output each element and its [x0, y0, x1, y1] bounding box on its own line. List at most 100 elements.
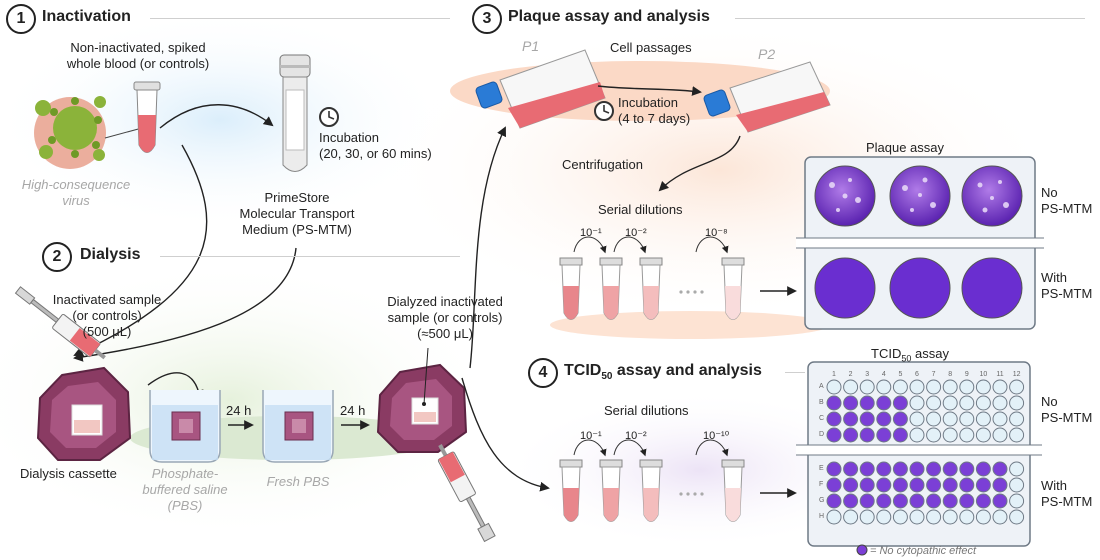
plate-well	[959, 395, 975, 411]
plate-column-label: 3	[865, 371, 870, 378]
plate-row-label: G	[819, 497, 825, 504]
plate-well	[876, 461, 892, 477]
section-title-inactivation: Inactivation	[42, 8, 131, 25]
bg-blob-inactivation	[0, 10, 450, 230]
plate-column-label: 4	[881, 371, 886, 378]
plate-well	[942, 509, 958, 525]
plate-well	[1009, 493, 1025, 509]
plate-well	[975, 461, 991, 477]
plate-well	[942, 427, 958, 443]
plate-well	[826, 411, 842, 427]
section-number-2: 2	[42, 242, 72, 272]
plate-well	[892, 395, 908, 411]
plate-row-label: A	[819, 383, 824, 390]
plate-column-label: 8	[948, 371, 953, 378]
plate-column-label: 5	[898, 371, 903, 378]
plate-well	[992, 427, 1008, 443]
flask-p2-icon	[703, 61, 831, 133]
virus-icon	[34, 96, 106, 169]
plate-well	[909, 493, 925, 509]
plate-well	[826, 493, 842, 509]
plate-well	[942, 379, 958, 395]
section-number-3: 3	[472, 4, 502, 34]
cell-passages-label: Cell passages	[610, 40, 692, 55]
tcid50-wells	[826, 379, 1025, 525]
plate-well	[909, 379, 925, 395]
plate-row-label: D	[819, 431, 825, 438]
dialyzed-sample-label: Dialyzed inactivated sample (or controls…	[387, 294, 503, 341]
plate-well	[926, 379, 942, 395]
plate-well	[909, 411, 925, 427]
plate-well	[843, 395, 859, 411]
tcid-dilution-3: 10⁻¹⁰	[703, 430, 730, 442]
plaque-serial-dilutions-label: Serial dilutions	[598, 202, 683, 217]
plate-row-label: H	[819, 513, 825, 520]
dialysis-cassette-icon	[36, 366, 132, 461]
plate-well	[959, 427, 975, 443]
tcid50-plate	[796, 361, 1042, 547]
flask-p2-label: P2	[758, 46, 776, 62]
virus-label: High-consequence virus	[21, 177, 131, 208]
plaque-assay-title: Plaque assay	[865, 140, 945, 155]
tcid-no-psmtm-label: No PS-MTM	[1041, 394, 1093, 425]
plate-well	[892, 477, 908, 493]
plate-well	[859, 493, 875, 509]
plaque-no-psmtm-label: No PS-MTM	[1041, 185, 1093, 216]
plate-column-label: 12	[1012, 371, 1021, 378]
blood-sample-label: Non-inactivated, spiked whole blood (or …	[66, 40, 210, 71]
plate-well	[843, 427, 859, 443]
plaque-assay-plate	[796, 156, 1044, 330]
bg-blob-dialysis	[0, 260, 500, 540]
tcid-dilution-1: 10⁻¹	[580, 430, 602, 442]
plate-well	[975, 493, 991, 509]
plate-well	[859, 379, 875, 395]
plate-column-label: 6	[915, 371, 919, 378]
psmtm-label: PrimeStore Molecular Transport Medium (P…	[239, 190, 355, 237]
plate-well	[975, 427, 991, 443]
plaque-dilution-3: 10⁻⁸	[705, 227, 728, 239]
plate-well	[926, 493, 942, 509]
arrow-to-tcid	[461, 377, 550, 492]
plate-well	[975, 411, 991, 427]
legend-purple-well-icon	[856, 544, 868, 556]
plate-well	[892, 461, 908, 477]
plate-well	[1009, 427, 1025, 443]
plate-well	[876, 411, 892, 427]
plaque-dilution-1: 10⁻¹	[580, 227, 602, 239]
flask-p1-icon	[475, 49, 606, 129]
plate-well	[826, 427, 842, 443]
plate-well	[926, 395, 942, 411]
plate-well	[909, 395, 925, 411]
plate-well	[942, 461, 958, 477]
plate-well	[859, 477, 875, 493]
tcid-dilution-2: 10⁻²	[625, 430, 647, 442]
plate-well	[959, 509, 975, 525]
plate-column-label: 7	[931, 371, 936, 378]
plate-well	[843, 493, 859, 509]
plate-well	[959, 379, 975, 395]
plate-column-label: 1	[832, 371, 836, 378]
dialyzed-cassette-icon	[376, 363, 468, 453]
plate-well	[826, 509, 842, 525]
plate-row-label: E	[819, 465, 824, 472]
plate-well	[826, 395, 842, 411]
plate-well	[892, 411, 908, 427]
plate-well	[859, 427, 875, 443]
plate-well	[876, 379, 892, 395]
legend-label: = No cytopathic effect	[870, 545, 977, 557]
section-title-plaque: Plaque assay and analysis	[508, 8, 710, 25]
plaque-dilution-tubes	[559, 236, 745, 320]
pbs-beaker-icon	[149, 390, 221, 463]
tcid-dilution-tubes	[559, 439, 745, 522]
plate-well	[926, 411, 942, 427]
plate-well	[942, 493, 958, 509]
plaque-dilution-2: 10⁻²	[625, 227, 647, 239]
plate-well	[992, 461, 1008, 477]
plate-well	[826, 379, 842, 395]
section-title-dialysis: Dialysis	[80, 246, 141, 263]
plate-well	[876, 477, 892, 493]
plate-well	[959, 411, 975, 427]
plate-row-label: C	[819, 415, 825, 422]
plate-well	[926, 477, 942, 493]
